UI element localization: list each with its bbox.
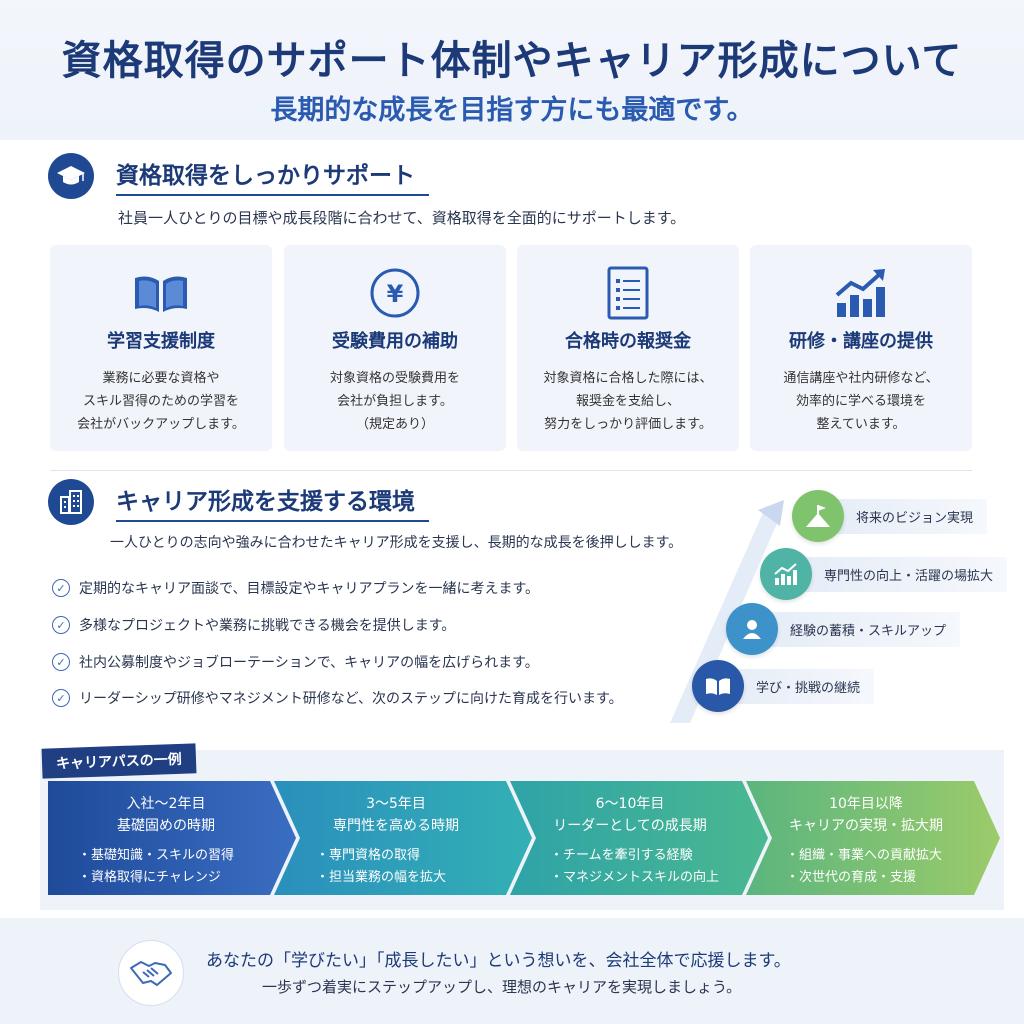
person-icon (726, 603, 778, 655)
stage-phase: 専門性を高める時期 (333, 818, 459, 834)
stage-period: 3〜5年目 (366, 796, 426, 812)
stage-period: 入社〜2年目 (126, 796, 206, 812)
stage-item: ・次世代の育成・支援 (786, 870, 917, 885)
yen-icon: ¥ (284, 265, 506, 321)
step-label: 将来のビジョン実現 (830, 498, 988, 534)
card-description: 業務に必要な資格や スキル習得のための学習を 会社がバックアップします。 (77, 371, 245, 432)
stage-item: ・専門資格の取得 (316, 848, 421, 863)
card-learning-support: 学習支援制度 業務に必要な資格や スキル習得のための学習を 会社がバックアップし… (50, 245, 272, 451)
section-career-lead: 一人ひとりの志向や強みに合わせたキャリア形成を支援し、長期的な成長を後押しします… (110, 535, 683, 551)
section-career-header: キャリア形成を支援する環境 (48, 479, 429, 525)
career-stage-4: 10年目以降キャリアの実現・拡大期 ・組織・事業への貢献拡大・次世代の育成・支援 (756, 781, 976, 895)
section-qualification-header: 資格取得をしっかりサポート (48, 153, 429, 199)
card-exam-fee: ¥ 受験費用の補助 対象資格の受験費用を 会社が負担します。 （規定あり） (284, 245, 506, 451)
step-label: 専門性の向上・活躍の場拡大 (798, 556, 1008, 592)
chart-up-icon (750, 265, 972, 321)
check-icon: ✓ (52, 579, 70, 597)
section-career-title: キャリア形成を支援する環境 (116, 482, 429, 522)
check-icon: ✓ (52, 653, 70, 671)
card-reward: 合格時の報奨金 対象資格に合格した際には、 報奨金を支給し、 努力をしっかり評価… (517, 245, 739, 451)
check-item: ✓社内公募制度やジョブローテーションで、キャリアの幅を広げられます。 (52, 652, 539, 672)
stage-period: 10年目以降 (829, 796, 903, 812)
career-stage-1: 入社〜2年目基礎固めの時期 ・基礎知識・スキルの習得・資格取得にチャレンジ (48, 781, 284, 895)
footer-message: あなたの「学びたい」「成長したい」という想いを、会社全体で応援します。 (206, 951, 791, 971)
step-learning: 学び・挑戦の継続 (692, 660, 875, 712)
open-book-icon (692, 660, 744, 712)
card-description: 通信講座や社内研修など、 効率的に学べる環境を 整えています。 (783, 371, 939, 432)
stage-item: ・基礎知識・スキルの習得 (78, 848, 235, 863)
check-icon: ✓ (52, 616, 70, 634)
card-description: 対象資格の受験費用を 会社が負担します。 （規定あり） (329, 371, 460, 432)
card-training: 研修・講座の提供 通信講座や社内研修など、 効率的に学べる環境を 整えています。 (750, 245, 972, 451)
step-experience: 経験の蓄積・スキルアップ (726, 603, 961, 655)
document-icon (517, 265, 739, 321)
card-title: 合格時の報奨金 (565, 331, 691, 352)
section-qualification-lead: 社員一人ひとりの目標や成長段階に合わせて、資格取得を全面的にサポートします。 (118, 209, 686, 227)
check-item: ✓定期的なキャリア面談で、目標設定やキャリアプランを一緒に考えます。 (52, 578, 539, 598)
career-stage-3: 6〜10年目リーダーとしての成長期 ・チームを牽引する経験・マネジメントスキルの… (520, 781, 740, 895)
check-item: ✓多様なプロジェクトや業務に挑戦できる機会を提供します。 (52, 615, 455, 635)
check-item: ✓リーダーシップ研修やマネジメント研修など、次のステップに向けた育成を行います。 (52, 688, 623, 708)
building-icon (48, 479, 94, 525)
growth-chart-icon (760, 548, 812, 600)
step-label: 経験の蓄積・スキルアップ (764, 611, 961, 647)
footer-submessage: 一歩ずつ着実にステップアップし、理想のキャリアを実現しましょう。 (262, 978, 742, 996)
svg-text:¥: ¥ (387, 280, 404, 308)
stage-item: ・チームを牽引する経験 (550, 848, 693, 863)
card-title: 学習支援制度 (107, 331, 215, 352)
step-vision: 将来のビジョン実現 (792, 490, 988, 542)
step-label: 学び・挑戦の継続 (730, 668, 875, 704)
page-subtitle: 長期的な成長を目指す方にも最適です。 (270, 95, 754, 126)
career-path-chevrons (48, 781, 1000, 895)
card-title: 受験費用の補助 (332, 331, 458, 352)
check-icon: ✓ (52, 689, 70, 707)
stage-item: ・資格取得にチャレンジ (78, 870, 221, 885)
handshake-icon (118, 940, 184, 1006)
card-title: 研修・講座の提供 (789, 331, 933, 352)
graduation-cap-icon (48, 153, 94, 199)
career-stage-2: 3〜5年目専門性を高める時期 ・専門資格の取得・担当業務の幅を拡大 (286, 781, 506, 895)
page-title: 資格取得のサポート体制やキャリア形成について (61, 37, 963, 84)
flag-mountain-icon (792, 490, 844, 542)
stage-phase: リーダーとしての成長期 (553, 818, 707, 834)
stage-phase: キャリアの実現・拡大期 (789, 818, 943, 834)
book-icon (50, 265, 272, 321)
stage-phase: 基礎固めの時期 (117, 818, 215, 834)
step-expertise: 専門性の向上・活躍の場拡大 (760, 548, 1008, 600)
card-description: 対象資格に合格した際には、 報奨金を支給し、 努力をしっかり評価します。 (543, 371, 713, 432)
section-divider (50, 470, 972, 471)
page-header: 資格取得のサポート体制やキャリア形成について 長期的な成長を目指す方にも最適です… (0, 0, 1024, 140)
career-path-tag: キャリアパスの一例 (41, 743, 197, 779)
stage-item: ・担当業務の幅を拡大 (316, 870, 447, 885)
stage-item: ・マネジメントスキルの向上 (550, 870, 720, 885)
section-qualification-title: 資格取得をしっかりサポート (116, 156, 429, 196)
stage-period: 6〜10年目 (595, 796, 665, 812)
stage-item: ・組織・事業への貢献拡大 (786, 848, 943, 863)
